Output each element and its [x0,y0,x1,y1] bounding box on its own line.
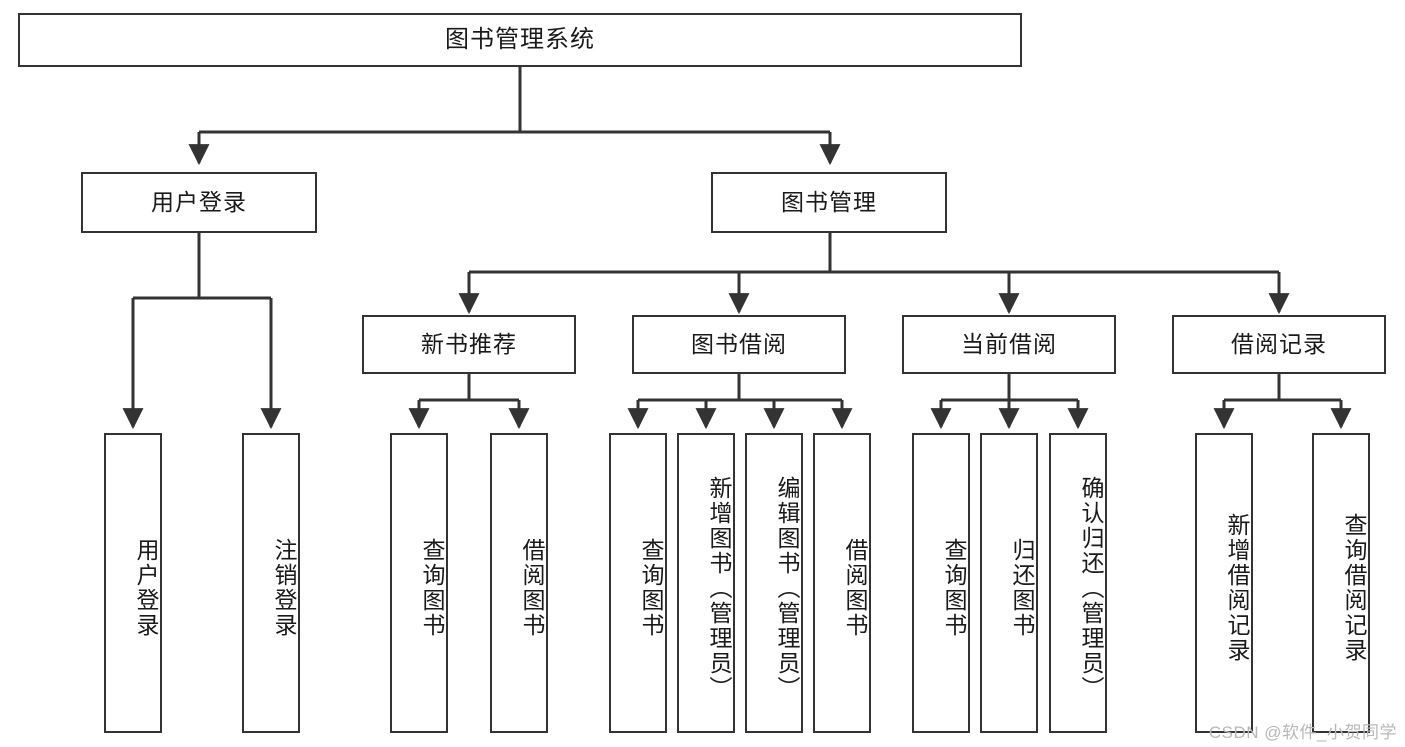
leaf-add-borrow-record[interactable]: 新增借阅记录 [1195,433,1253,733]
leaf-logout-login[interactable]: 注销登录 [242,433,300,733]
leaf-add-book-admin[interactable]: 新增图书（管理员） [677,433,735,733]
node-book-management[interactable]: 图书管理 [711,172,947,233]
leaf-query-book-borrow[interactable]: 查询图书 [609,433,667,733]
leaf-user-login[interactable]: 用户登录 [104,433,162,733]
leaf-return-book[interactable]: 归还图书 [980,433,1038,733]
csdn-watermark: CSDN @软件_小贺同学 [1208,723,1397,742]
leaf-borrow-book[interactable]: 借阅图书 [813,433,871,733]
node-new-book-recommend[interactable]: 新书推荐 [362,315,576,374]
node-book-borrow[interactable]: 图书借阅 [632,315,846,374]
node-book-management-system[interactable]: 图书管理系统 [18,13,1022,67]
leaf-query-book-recommend[interactable]: 查询图书 [390,433,448,733]
leaf-edit-book-admin[interactable]: 编辑图书（管理员） [745,433,803,733]
leaf-query-book-current[interactable]: 查询图书 [912,433,970,733]
leaf-confirm-return-admin[interactable]: 确认归还（管理员） [1049,433,1107,733]
leaf-query-borrow-record[interactable]: 查询借阅记录 [1312,433,1370,733]
node-current-borrow[interactable]: 当前借阅 [902,315,1116,374]
node-borrow-record[interactable]: 借阅记录 [1172,315,1386,374]
node-user-login[interactable]: 用户登录 [81,172,317,233]
leaf-borrow-book-recommend[interactable]: 借阅图书 [490,433,548,733]
